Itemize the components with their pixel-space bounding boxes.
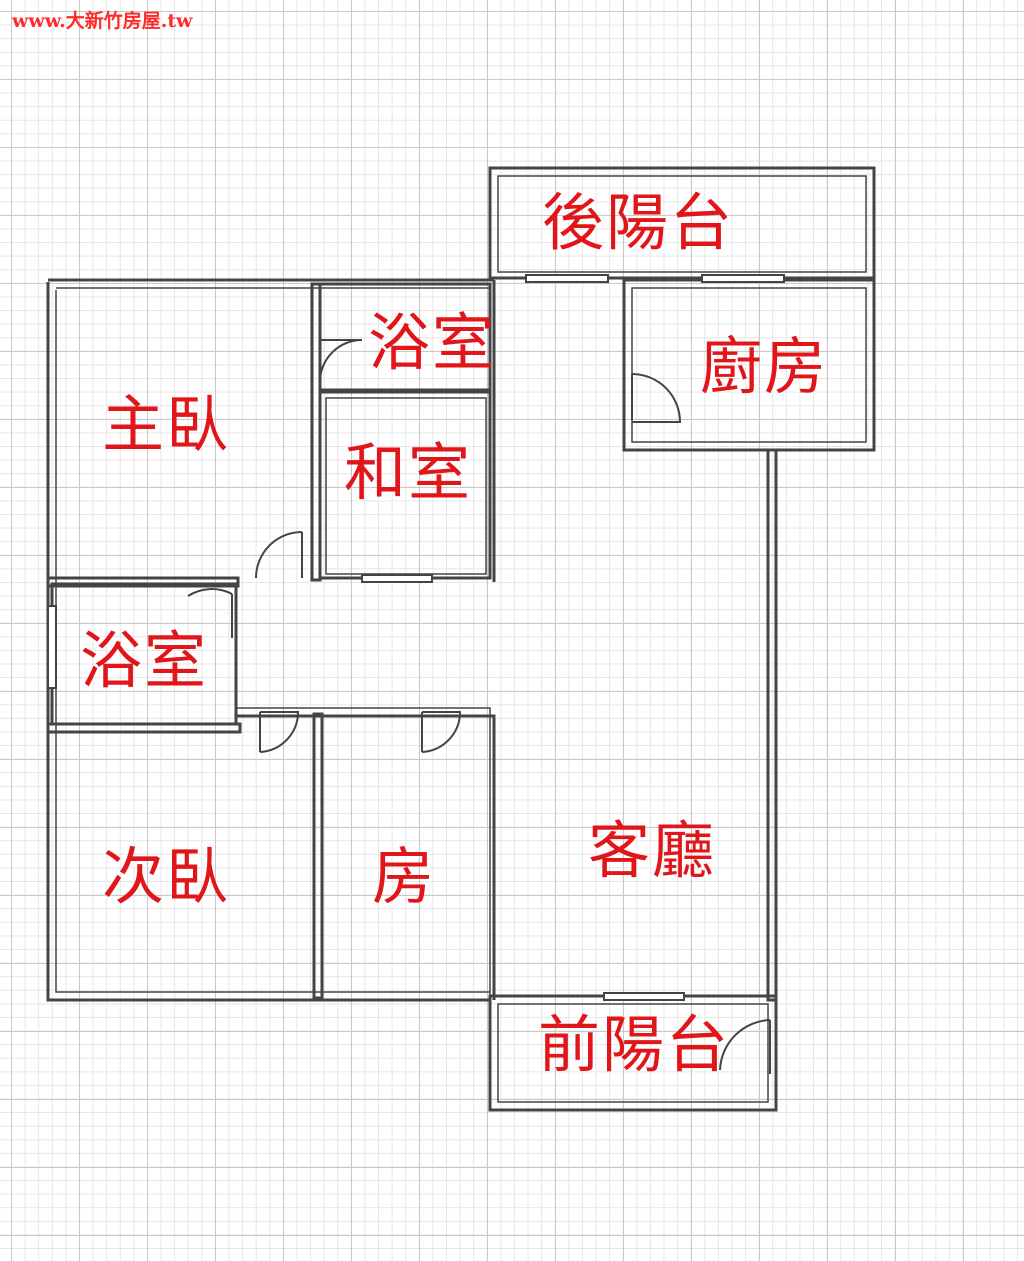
wall-rooms-top — [236, 714, 496, 1000]
label-room: 房 — [372, 840, 437, 913]
door-kitchen — [631, 373, 682, 423]
label-second-bedroom: 次臥 — [102, 840, 231, 913]
label-bath-top: 浴室 — [368, 306, 497, 379]
door-second — [259, 711, 300, 753]
wall-bath-top — [318, 282, 492, 392]
wall-front-balcony-inner — [497, 1003, 769, 1103]
wall-rooms-top-inner — [236, 707, 491, 996]
wall-second-top — [46, 722, 242, 734]
watermark: www.大新竹房屋.tw — [12, 10, 193, 32]
label-master-bedroom: 主臥 — [102, 388, 231, 461]
wall-kitchen-inner — [631, 287, 867, 443]
label-japanese-room: 和室 — [344, 436, 473, 509]
label-back-balcony: 後陽台 — [542, 186, 735, 259]
wall-left-outer-inner — [55, 290, 490, 993]
label-front-balcony: 前陽台 — [538, 1008, 731, 1081]
label-living-room: 客廳 — [588, 814, 717, 887]
door-bath-left — [187, 588, 233, 638]
wall-left-outer — [46, 282, 490, 1002]
door-front-balcony — [719, 1019, 771, 1074]
wall-back-balcony — [488, 166, 876, 280]
wall-living-right — [766, 448, 778, 1002]
label-kitchen: 廚房 — [700, 330, 829, 403]
wall-second-right — [312, 712, 324, 1000]
label-bath-left: 浴室 — [80, 624, 209, 697]
door-room — [421, 711, 462, 753]
door-bath-top — [319, 339, 363, 383]
wall-master-bottom — [46, 576, 240, 588]
wall-back-balcony-inner — [497, 175, 867, 273]
door-master — [255, 531, 303, 579]
